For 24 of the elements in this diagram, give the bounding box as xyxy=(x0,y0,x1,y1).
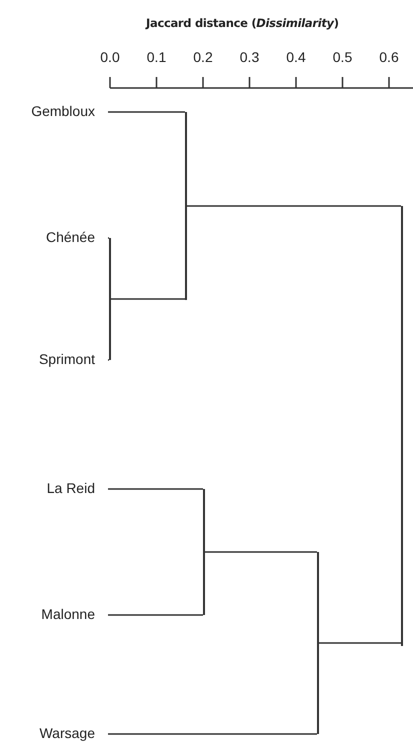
leaf-label: Warsage xyxy=(39,724,108,742)
tick-label: 0.4 xyxy=(285,48,307,66)
leaf-label: Gembloux xyxy=(31,102,108,120)
axis-title: Jaccard distance (Dissimilarity) xyxy=(146,16,339,30)
dendrogram-line xyxy=(108,111,185,113)
leaf-label: La Reid xyxy=(46,479,108,497)
leaf-label: Chénée xyxy=(46,228,108,246)
dendrogram-line xyxy=(108,359,109,361)
dendrogram-line xyxy=(111,298,185,300)
dendrogram-line xyxy=(108,237,109,239)
dendrogram-line xyxy=(319,642,401,644)
dendrogram-line xyxy=(187,205,401,207)
tick-label: 0.0 xyxy=(99,48,121,66)
dendrogram-line xyxy=(108,733,317,735)
tick-label: 0.6 xyxy=(378,48,400,66)
dendrogram-line xyxy=(108,488,203,490)
tick-label: 0.5 xyxy=(332,48,354,66)
tick-label: 0.3 xyxy=(238,48,260,66)
leaf-label: Sprimont xyxy=(38,350,108,368)
tick-label: 0.1 xyxy=(146,48,168,66)
tick-label: 0.2 xyxy=(192,48,214,66)
dendrogram-line xyxy=(205,551,317,553)
dendrogram-line xyxy=(108,614,203,616)
leaf-label: Malonne xyxy=(41,605,108,623)
